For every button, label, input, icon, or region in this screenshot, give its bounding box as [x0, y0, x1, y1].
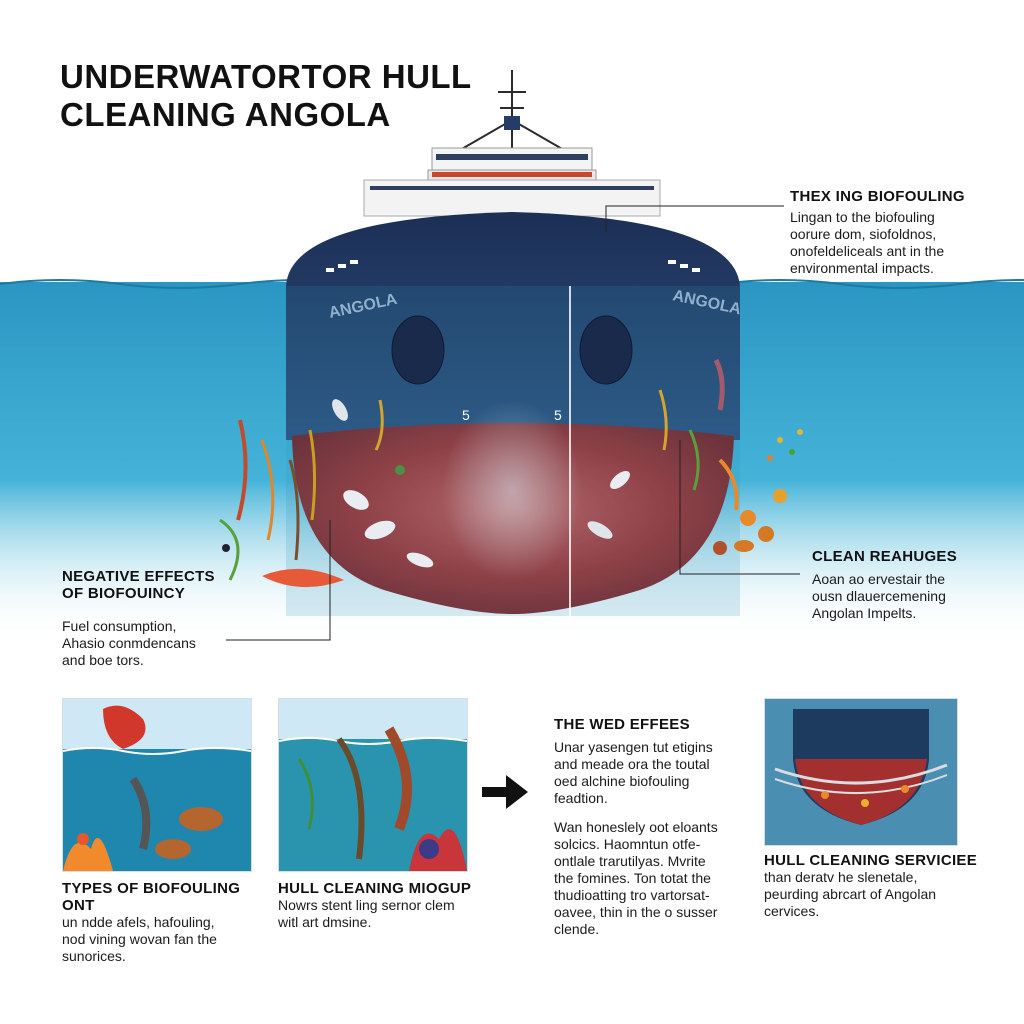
- callout-clean-line-3: Angolan Impelts.: [812, 605, 917, 621]
- mast: [459, 70, 565, 151]
- panel-wed-line-9: thudioatting tro vartorsat-: [554, 887, 710, 903]
- callout-biofouling-heading: THEX ING BIOFOULING: [790, 188, 965, 205]
- callout-negative-heading-1: NEGATIVE EFFECTS: [62, 568, 215, 585]
- panel-wed-line-11: clende.: [554, 921, 600, 937]
- panel-services-line-2: peurding abrcart of Angolan: [764, 886, 937, 902]
- panel-wed-line-10: oavee, thin in the o susser: [554, 904, 718, 920]
- panel-cleaning-line-2: witl art dmsine.: [278, 914, 372, 930]
- callout-clean-line-1: Aoan ao ervestair the: [812, 571, 946, 587]
- panel-biofouling-types-image: [62, 698, 252, 872]
- callout-negative-line-3: and boe tors.: [62, 652, 144, 668]
- panel-wed-line-1: Unar yasengen tut etigins: [554, 739, 713, 755]
- draft-marker-right: 5: [554, 407, 562, 423]
- panel-wed-line-8: the fomines. Ton totat the: [554, 870, 711, 886]
- callout-biofouling-line-1: Lingan to the biofouling: [790, 209, 935, 225]
- callout-clean-reahuges: CLEAN REAHUGES Aoan ao ervestair the ous…: [812, 548, 1012, 622]
- callout-negative-effects: NEGATIVE EFFECTS OF BIOFOUINCY Fuel cons…: [62, 568, 262, 669]
- callout-clean-line-2: ousn dlauercemening: [812, 588, 946, 604]
- callout-biofouling-line-4: environmental impacts.: [790, 260, 934, 276]
- panel-hull-services: HULL CLEANING SERVICIEE than deratv he s…: [764, 852, 984, 920]
- panel-types-line-1: un ndde afels, hafouling,: [62, 914, 215, 930]
- panel-wed-heading: THE WED EFFEES: [554, 716, 690, 733]
- leader-top-right: [605, 205, 784, 232]
- panel-wed-line-3: oed alchine biofouling: [554, 773, 690, 789]
- panel-cleaning-heading: HULL CLEANING MIOGUP: [278, 880, 472, 897]
- panel-wed-line-5: Wan honeslely oot eloants: [554, 819, 718, 835]
- panel-services-line-3: cervices.: [764, 903, 820, 919]
- panel-wed-line-7: ontlale trarutilyas. Mvrite: [554, 853, 706, 869]
- title-line-1: UNDERWATORTOR HULL: [60, 58, 472, 95]
- panel-wed-line-6: solcics. Haomntun otfe-: [554, 836, 701, 852]
- panel-hull-cleaning: HULL CLEANING MIOGUP Nowrs stent ling se…: [278, 880, 478, 931]
- panel-wed-effees: THE WED EFFEES Unar yasengen tut etigins…: [554, 716, 754, 938]
- panel-hull-cleaning-image: [278, 698, 468, 872]
- panel-services-line-1: than deratv he slenetale,: [764, 869, 918, 885]
- biofouling-cluster-left: [219, 399, 434, 588]
- panel-types-line-3: sunorices.: [62, 948, 126, 964]
- biofouling-cluster-right: [587, 358, 803, 555]
- panel-wed-line-2: and meade ora the toutal: [554, 756, 710, 772]
- callout-clean-heading: CLEAN REAHUGES: [812, 548, 958, 565]
- right-arrow-icon: [482, 775, 528, 809]
- page-title: UNDERWATORTOR HULL CLEANING ANGOLA: [60, 58, 472, 134]
- ship-illustration: ANGOLA ANGOLA 5 5: [0, 70, 1024, 642]
- panel-types-heading: TYPES OF BIOFOULING ont: [62, 880, 241, 914]
- panel-types-line-2: nod vining wovan fan the: [62, 931, 217, 947]
- callout-biofouling: THEX ING BIOFOULING Lingan to the biofou…: [790, 188, 1010, 277]
- callout-negative-heading-2: OF BIOFOUINCY: [62, 585, 186, 602]
- title-line-2: CLEANING ANGOLA: [60, 96, 391, 133]
- panel-hull-services-image: [764, 698, 958, 846]
- callout-biofouling-line-2: oorure dom, siofoldnos,: [790, 226, 937, 242]
- leader-left: [226, 520, 331, 641]
- panel-cleaning-line-1: Nowrs stent ling sernor clem: [278, 897, 455, 913]
- callout-negative-line-1: Fuel consumption,: [62, 618, 177, 634]
- panel-services-heading: HULL CLEANING SERVICIEE: [764, 852, 978, 869]
- leader-right: [679, 440, 800, 575]
- panel-wed-line-4: feadtion.: [554, 790, 608, 806]
- callout-biofouling-line-3: onofeldeliceals ant in the: [790, 243, 945, 259]
- panel-biofouling-types: TYPES OF BIOFOULING ont un ndde afels, h…: [62, 880, 262, 965]
- callout-negative-line-2: Ahasio conmdencans: [62, 635, 196, 651]
- hull-upper: [286, 212, 740, 440]
- draft-marker-left: 5: [462, 407, 470, 423]
